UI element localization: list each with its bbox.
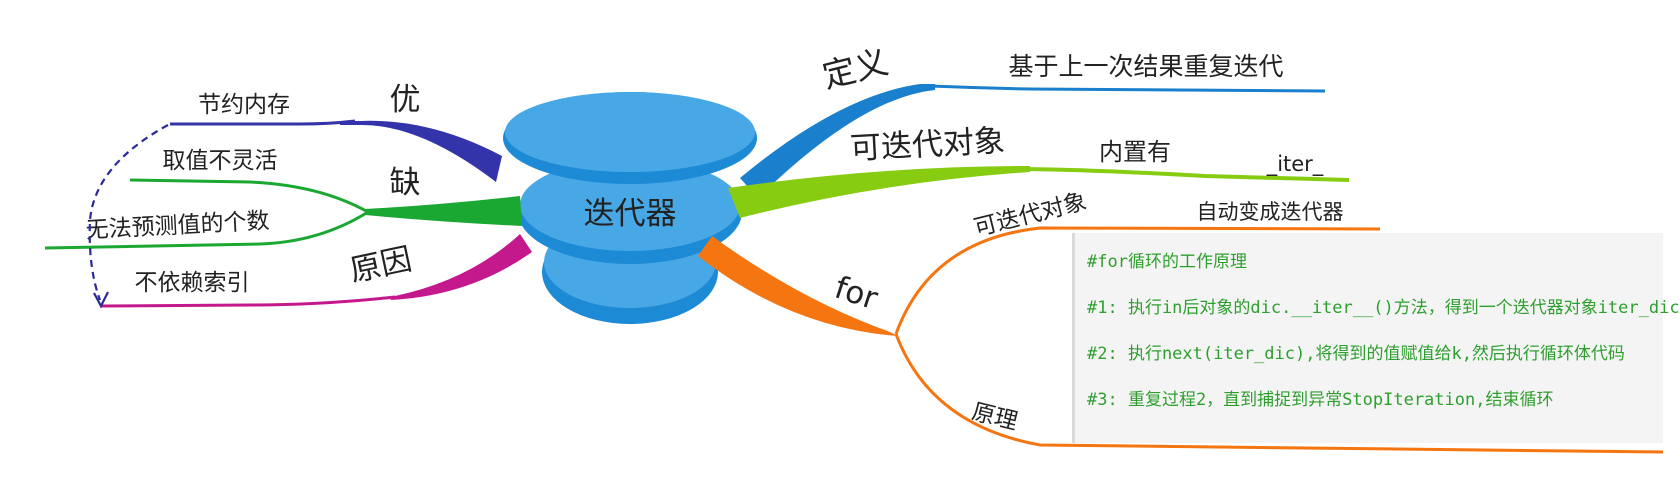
branch-que-line-1 — [129, 178, 369, 214]
code-line-3: #2: 执行next(iter_dic),将得到的值赋值给k,然后执行循环体代码 — [1087, 344, 1625, 364]
branch-que-line-2 — [44, 210, 369, 250]
branch-you-label: 优 — [390, 82, 421, 118]
center-disc-middle-top — [520, 159, 740, 251]
code-note: #for循环的工作原理 #1: 执行in后对象的dic.__iter__()方法… — [1072, 233, 1680, 443]
center-label: 迭代器 — [584, 196, 677, 232]
code-line-2: #1: 执行in后对象的dic.__iter__()方法，得到一个迭代器对象it… — [1087, 298, 1680, 318]
branch-dingyi-line — [929, 84, 1326, 93]
branch-for-stem — [698, 236, 898, 336]
branch-yuanyin-label: 原因 — [347, 241, 415, 289]
relation-arrow[interactable] — [88, 124, 169, 309]
center-disc-top-face — [505, 92, 755, 172]
branch-you-line — [170, 119, 356, 126]
branch-you[interactable]: 优 节约内存 — [170, 82, 502, 182]
branch-for-child-1-item: 自动变成迭代器 — [1197, 200, 1344, 224]
branch-que-item-1: 取值不灵活 — [163, 148, 278, 174]
arrowhead-icon — [93, 291, 109, 309]
branch-que-label: 缺 — [390, 165, 421, 201]
branch-dingyi-label: 定义 — [818, 42, 891, 96]
branch-you-item: 节约内存 — [198, 92, 290, 118]
branch-iterable-sub-label: 内置有 — [1099, 138, 1171, 166]
code-line-4: #3: 重复过程2，直到捕捉到异常StopIteration,结束循环 — [1087, 390, 1554, 410]
branch-you-stem — [340, 120, 502, 182]
central-topic[interactable]: 迭代器 — [503, 92, 757, 324]
branch-yuanyin-line — [99, 295, 396, 308]
branch-iterable[interactable]: 可迭代对象 内置有 _iter_ — [728, 123, 1350, 218]
branch-que-stem — [365, 196, 522, 226]
branch-que-item-2: 无法预测值的个数 — [85, 208, 270, 244]
branch-for-label: for — [830, 270, 882, 317]
code-line-1: #for循环的工作原理 — [1087, 252, 1247, 272]
dashed-arrow-line — [88, 124, 169, 301]
branch-for-line-2 — [894, 333, 1664, 454]
branch-for-line-1 — [894, 226, 1381, 335]
branch-yuanyin-stem — [390, 234, 532, 300]
branch-iterable-stem — [728, 166, 1030, 218]
branch-for-child-2-label: 原理 — [969, 399, 1020, 435]
branch-iterable-line — [1024, 167, 1350, 182]
branch-dingyi-item: 基于上一次结果重复迭代 — [1008, 52, 1283, 81]
branch-iterable-sub-item: _iter_ — [1266, 152, 1324, 177]
branch-iterable-label: 可迭代对象 — [849, 123, 1006, 167]
branch-dingyi[interactable]: 定义 基于上一次结果重复迭代 — [740, 42, 1326, 198]
branch-yuanyin-item: 不依赖索引 — [135, 270, 250, 296]
